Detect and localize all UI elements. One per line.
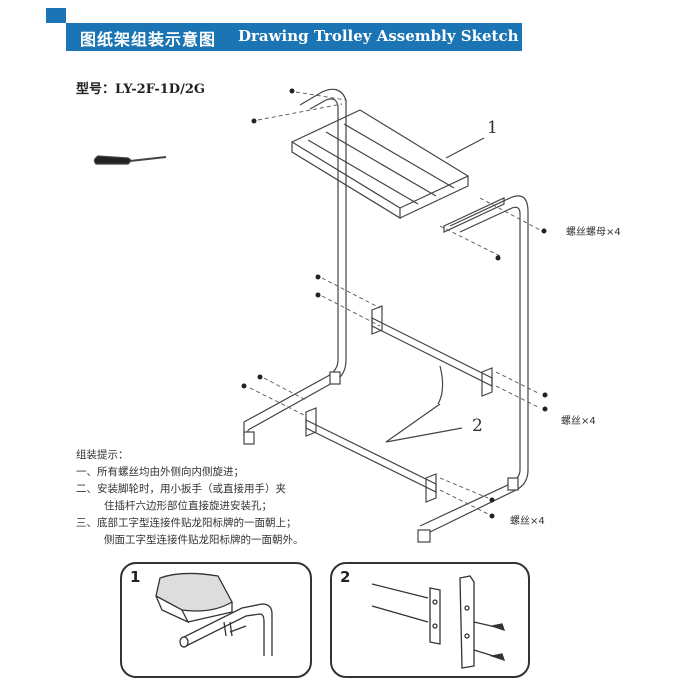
tip-line: 住插杆六边形部位直接旋进安装孔；: [104, 500, 272, 512]
screw-icons: [241, 88, 548, 519]
caster-install-drawing: [155, 572, 273, 656]
tips-heading: 组装提示：: [76, 449, 129, 461]
part-2-callout: 2: [472, 416, 483, 436]
tip-line: 二、安装脚轮时，用小扳手（或直接用手）夹: [76, 483, 286, 495]
title-en: Drawing Trolley Assembly Sketch: [238, 27, 519, 45]
model-number: 型号：LY-2F-1D/2G: [76, 82, 205, 97]
screw-nut-label: 螺丝螺母×4: [566, 227, 621, 238]
detail-2-number: 2: [340, 568, 351, 586]
part-1-callout: 1: [487, 118, 498, 138]
title-cn: 图纸架组装示意图: [80, 30, 217, 49]
screw-bottom-label: 螺丝×4: [510, 516, 545, 527]
detail-box-1: 1: [120, 562, 312, 678]
connector-install-drawing: [371, 575, 506, 669]
tip-line: 一、所有螺丝均由外侧向内侧旋进；: [76, 466, 244, 478]
screw-mid-label: 螺丝×4: [561, 416, 596, 427]
tip-line: 三、底部工字型连接件贴龙阳标牌的一面朝上；: [76, 517, 297, 529]
banner-corner: [46, 8, 66, 23]
tip-line: 侧面工字型连接件贴龙阳标牌的一面朝外。: [104, 534, 304, 546]
detail-box-2: 2: [330, 562, 530, 678]
screwdriver-icon: [93, 155, 167, 165]
assembly-tips: 组装提示： 一、所有螺丝均由外侧向内侧旋进； 二、安装脚轮时，用小扳手（或直接用…: [76, 447, 304, 549]
title-banner: 图纸架组装示意图 Drawing Trolley Assembly Sketch: [46, 8, 522, 51]
detail-1-number: 1: [130, 568, 141, 586]
